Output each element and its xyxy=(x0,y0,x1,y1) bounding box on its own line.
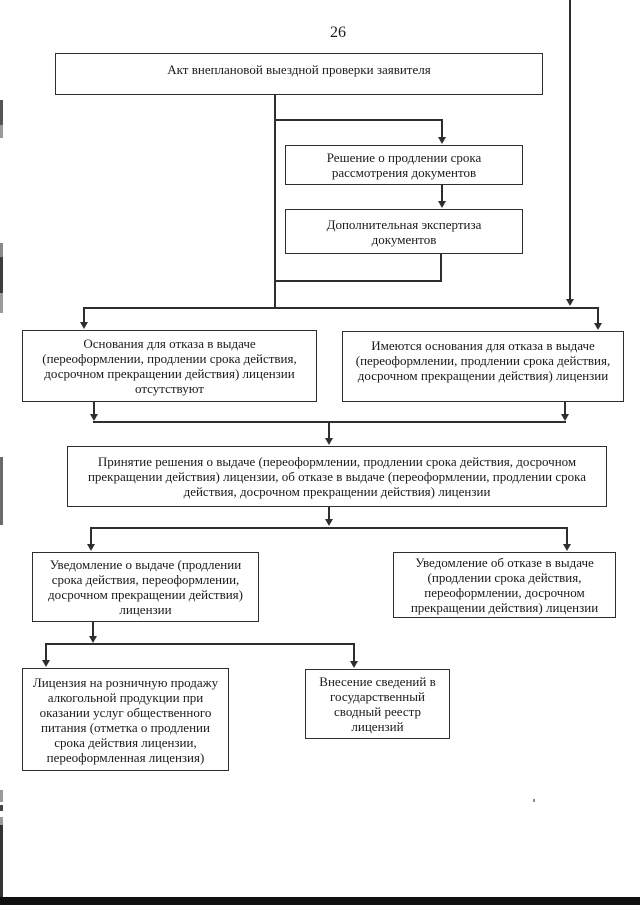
box-license-retail: Лицензия на розничную продажу алкогольно… xyxy=(22,668,229,771)
box-text-line: Основания для отказа в выдаче xyxy=(83,336,256,351)
arrowhead-long-line-into-distribution xyxy=(565,299,574,306)
box-text-line: действия, досрочном прекращении действия… xyxy=(183,484,491,499)
box-main-decision: Принятие решения о выдаче (переоформлени… xyxy=(67,446,607,507)
connector-into-notice-issue xyxy=(90,527,92,544)
arrowhead-into-register-entry xyxy=(349,661,358,668)
scan-artifact-left-edge xyxy=(0,817,3,825)
box-text-line: рассмотрения документов xyxy=(331,165,477,180)
scan-artifact-left-edge xyxy=(0,825,3,900)
box-act-inspection: Акт внеплановой выездной проверки заявит… xyxy=(55,53,543,95)
box-text-line: документов xyxy=(371,231,437,247)
box-grounds-exist-refusal: Имеются основания для отказа в выдаче (п… xyxy=(342,331,624,402)
box-text-line: досрочном прекращении действия) xyxy=(47,587,243,602)
distribution-line-2 xyxy=(90,527,568,529)
arrowhead-into-notice-issue xyxy=(86,544,95,551)
box-text-line: Имеются основания для отказа в выдаче xyxy=(371,338,595,353)
connector-act-to-decision-v xyxy=(441,119,443,138)
connector-into-no-grounds xyxy=(83,307,85,322)
arrowhead-into-expertise xyxy=(438,201,446,208)
box-text-line: досрочном прекращении действия) лицензии xyxy=(357,368,609,383)
connector-main-decision-exit xyxy=(328,507,330,520)
scan-artifact-left-edge xyxy=(0,243,3,257)
arrowhead-into-grounds-exist xyxy=(593,323,602,330)
box-text-line: переоформленная лицензия) xyxy=(46,749,205,765)
box-notice-refuse: Уведомление об отказе в выдаче (продлени… xyxy=(393,552,616,618)
box-text-line: (переоформлении, продлении срока действи… xyxy=(355,353,611,368)
distribution-line-1 xyxy=(83,307,599,309)
box-text-line: (переоформлении, продлении срока действи… xyxy=(42,351,297,366)
connector-act-to-decision-h xyxy=(274,119,442,121)
scan-artifact-left-edge xyxy=(0,257,3,293)
scan-artifact-left-edge xyxy=(0,293,3,313)
box-text-line: Уведомление об отказе в выдаче xyxy=(415,555,594,570)
arrowhead-no-grounds-exit xyxy=(89,414,98,421)
connector-into-license-retail xyxy=(45,643,47,660)
box-text-line: Акт внеплановой выездной проверки заявит… xyxy=(167,62,431,77)
scan-artifact-bottom-bar xyxy=(0,897,640,905)
box-text-line: оказании услуг общественного xyxy=(39,704,212,720)
box-no-grounds-refusal: Основания для отказа в выдаче (переоформ… xyxy=(22,330,317,402)
box-text-line: государственный xyxy=(330,689,425,704)
box-text-line: срока действия, переоформлении, xyxy=(51,572,240,587)
box-text-line: Уведомление о выдаче (продлении xyxy=(49,557,242,572)
arrowhead-into-notice-refuse xyxy=(562,544,571,551)
box-text-line: прекращении действия) лицензии, об отказ… xyxy=(87,469,587,484)
connector-into-register-entry xyxy=(353,643,355,661)
box-text-line: отсутствуют xyxy=(135,381,204,396)
box-decision-extend: Решение о продлении срока рассмотрения д… xyxy=(285,145,523,185)
scan-artifact-left-edge xyxy=(0,457,3,525)
box-text-line: лицензий xyxy=(351,719,404,734)
connector-no-grounds-exit xyxy=(93,402,95,414)
box-text-line: Принятие решения о выдаче (переоформлени… xyxy=(97,454,577,469)
arrowhead-into-no-grounds xyxy=(79,322,88,329)
arrowhead-grounds-exist-exit xyxy=(560,414,569,421)
long-vertical-line xyxy=(569,0,571,300)
box-register-entry: Внесение сведений в государственный свод… xyxy=(305,669,450,739)
arrowhead-main-decision-exit xyxy=(324,519,333,526)
box-text-line: срока действия лицензии, xyxy=(54,734,197,750)
arrowhead-into-decision-extend xyxy=(438,137,446,144)
box-text-line: (продлении срока действия, xyxy=(427,570,582,585)
scan-artifact-left-edge xyxy=(0,805,3,811)
connector-act-bypass xyxy=(274,95,276,308)
connector-grounds-exist-exit xyxy=(564,402,566,414)
box-notice-issue: Уведомление о выдаче (продлении срока де… xyxy=(32,552,259,622)
box-text-line: Решение о продлении срока xyxy=(326,150,482,165)
page-number: 26 xyxy=(330,24,346,41)
box-additional-expertise: Дополнительная экспертиза документов xyxy=(285,209,523,254)
arrowhead-into-main-decision xyxy=(324,438,333,445)
scan-artifact-left-edge xyxy=(0,790,3,802)
arrowhead-into-license-retail xyxy=(41,660,50,667)
scan-artifact-left-edge xyxy=(0,125,3,138)
connector-into-notice-refuse xyxy=(566,527,568,544)
box-text-line: сводный реестр xyxy=(334,704,421,719)
connector-into-main-decision xyxy=(328,421,330,438)
box-text-line: переоформлении, досрочном xyxy=(424,585,585,600)
box-text-line: Дополнительная экспертиза xyxy=(326,216,482,232)
distribution-line-3 xyxy=(45,643,355,645)
box-text-line: прекращении действия) лицензии xyxy=(410,600,599,615)
scan-artifact-speck xyxy=(533,799,535,802)
box-text-line: Внесение сведений в xyxy=(319,674,436,689)
box-text-line: алкогольной продукции при xyxy=(47,689,204,705)
arrowhead-notice-issue-exit xyxy=(88,636,97,643)
connector-into-grounds-exist xyxy=(597,307,599,323)
connector-expertise-merge xyxy=(274,280,442,282)
box-text-line: Лицензия на розничную продажу xyxy=(32,674,219,690)
box-text-line: питания (отметка о продлении xyxy=(41,719,210,735)
connector-notice-issue-exit xyxy=(92,622,94,636)
connector-expertise-drop xyxy=(440,254,442,282)
scan-artifact-left-edge xyxy=(0,100,3,125)
box-text-line: досрочном прекращении действия) лицензии xyxy=(44,366,295,381)
connector-decision-to-expertise xyxy=(441,185,443,201)
box-text-line: лицензии xyxy=(119,602,172,617)
